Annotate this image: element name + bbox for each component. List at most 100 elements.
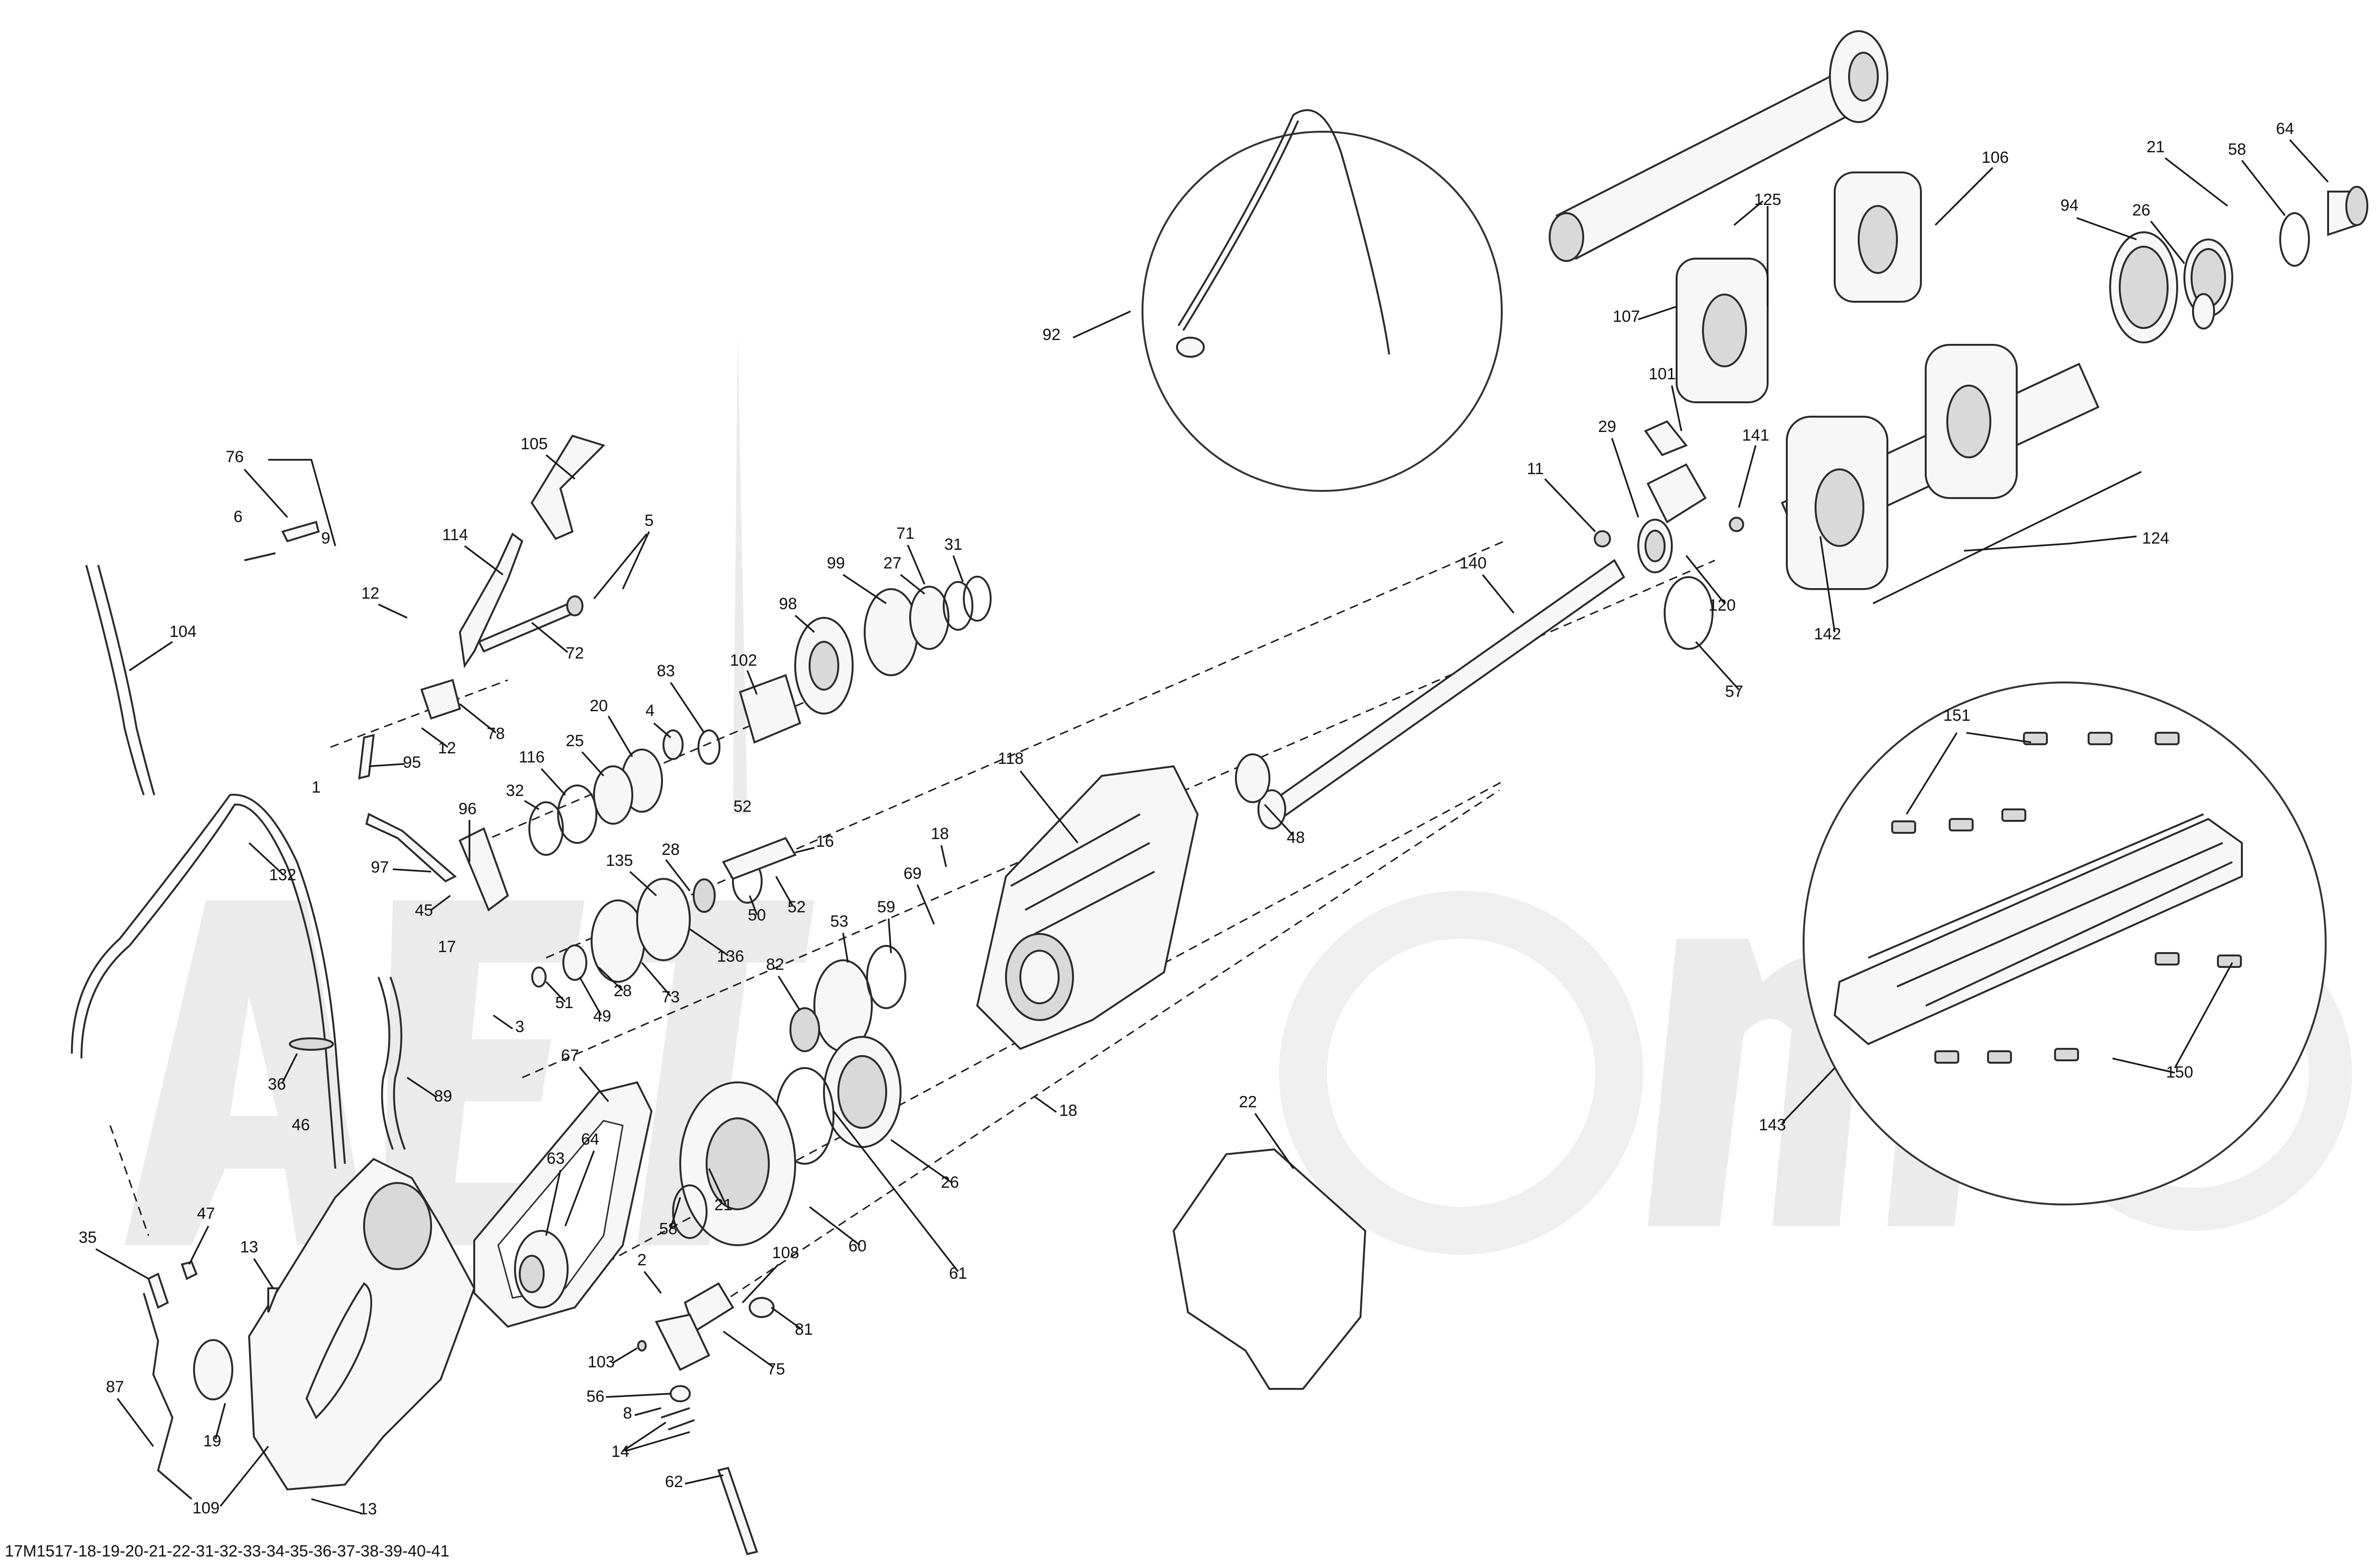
callout-c89: 89 [434,1087,452,1105]
chaincase-gasket [1172,1148,1367,1390]
callout-c11: 11 [1527,460,1543,478]
drive-shaft-upper [1549,30,1888,262]
callout-c58b: 58 [659,1220,677,1238]
callout-c60: 60 [848,1237,867,1255]
callout-c97: 97 [371,858,389,876]
callout-c125: 125 [1754,191,1782,209]
callout-c13a: 13 [240,1238,258,1256]
callout-c52b: 52 [788,898,806,916]
callout-c142: 142 [1814,625,1841,643]
callout-c18a: 18 [931,825,949,843]
callout-c108: 108 [772,1244,800,1262]
callout-c99: 99 [827,554,845,572]
callout-c109: 109 [193,1499,220,1517]
callout-c96: 96 [458,800,477,818]
callout-c141: 141 [1742,426,1770,444]
callout-c4: 4 [646,702,655,720]
drive-chain [473,1081,653,1328]
callout-c78: 78 [487,725,505,743]
sprockets-upper [1676,171,1922,403]
hoses [71,565,406,1500]
callout-c6: 6 [234,508,243,526]
callout-c87: 87 [106,1378,124,1396]
callout-c35: 35 [79,1228,97,1247]
callout-c52a: 52 [733,797,752,816]
callout-c28a: 28 [662,841,680,859]
callout-c17: 17 [438,938,456,956]
callout-c45: 45 [415,901,433,920]
gear-stack [528,576,992,1246]
callout-c22: 22 [1239,1093,1257,1111]
callout-c47: 47 [197,1204,215,1223]
callout-c101: 101 [1649,365,1676,383]
callout-c104: 104 [170,623,197,641]
center-shaft [1235,420,1744,829]
callout-c14: 14 [611,1443,629,1461]
callout-c132: 132 [269,866,297,884]
callout-c102: 102 [730,651,757,670]
callout-c136: 136 [717,947,744,966]
callout-c105: 105 [521,435,548,453]
callout-c124: 124 [2142,529,2170,547]
callout-c75: 75 [767,1360,785,1378]
drive-axle-assembly [1781,344,2100,590]
callout-c61: 61 [949,1264,967,1283]
callout-c98: 98 [779,595,797,613]
callout-c83: 83 [657,662,675,680]
callout-c12b: 12 [438,739,456,757]
callout-c12a: 12 [361,584,379,602]
callout-c103: 103 [588,1353,615,1371]
callout-c26a: 26 [2132,201,2150,219]
callout-c116: 116 [519,748,545,766]
callout-c51: 51 [555,994,573,1012]
lower-chaincase [193,1158,476,1491]
bearings-right [2109,186,2368,343]
callout-c94: 94 [2060,196,2079,215]
callout-c31: 31 [944,535,962,554]
callout-c57: 57 [1725,682,1743,701]
callout-c71: 71 [896,524,914,543]
callout-c9: 9 [321,529,331,547]
callout-c120: 120 [1709,596,1736,614]
callout-c58a: 58 [2228,140,2246,159]
callout-c27: 27 [883,554,902,572]
callout-c21a: 21 [2147,138,2165,156]
callout-c32: 32 [506,782,524,800]
callout-c36: 36 [268,1075,286,1093]
callout-c62: 62 [665,1473,683,1491]
callout-c76: 76 [226,448,244,466]
chaincase-housing [976,765,1199,1050]
callout-c63: 63 [547,1149,565,1168]
callout-c72: 72 [566,644,584,662]
callout-c81: 81 [795,1320,813,1339]
callout-c19: 19 [203,1432,221,1450]
callout-c151: 151 [1943,706,1971,725]
callout-c140: 140 [1460,554,1487,572]
lower-hardware [147,1261,775,1556]
callout-c49: 49 [593,1007,611,1025]
callout-c69: 69 [903,864,922,883]
inset-brake-line [1142,109,1503,492]
callout-c114: 114 [442,526,468,544]
callout-c2: 2 [638,1251,647,1269]
callout-c50: 50 [748,906,766,924]
callout-c16: 16 [816,832,834,851]
callout-c106: 106 [1982,148,2009,167]
callout-c20: 20 [590,697,608,715]
callout-c59: 59 [877,898,895,916]
callout-c53: 53 [830,912,848,931]
callout-c73: 73 [662,988,680,1006]
callout-c28b: 28 [614,982,632,1000]
watermark [125,335,2352,1255]
callout-c64b: 64 [581,1130,599,1148]
callout-c18b: 18 [1059,1102,1077,1120]
callout-c143: 143 [1759,1116,1786,1134]
leader-lines [95,139,2329,1514]
callout-c82: 82 [766,955,784,974]
callout-c56: 56 [586,1387,605,1406]
callout-c25: 25 [566,732,584,750]
callout-c29: 29 [1598,418,1616,436]
